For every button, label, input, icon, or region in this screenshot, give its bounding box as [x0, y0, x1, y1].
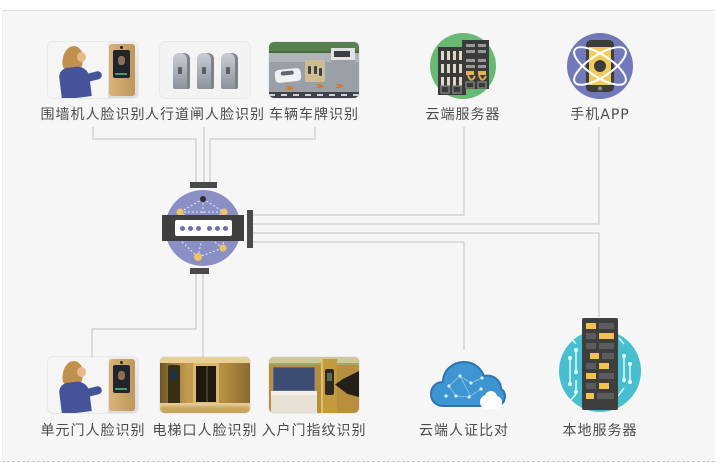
- screen-face: [118, 56, 125, 65]
- screen-face: [118, 371, 125, 380]
- photo-elevator-lobby: [160, 357, 250, 413]
- turnstile-gate: [173, 53, 190, 89]
- elevator-call-panel: [168, 365, 180, 407]
- smart-lock: [325, 369, 334, 395]
- label-cloud-id-compare: 云端人证比对: [419, 423, 509, 439]
- hub-bottom-port: [190, 268, 209, 274]
- hub-right-port: [247, 210, 253, 248]
- screen-status-bar: [115, 73, 127, 75]
- hub-indicator-window: [175, 220, 232, 236]
- road-arrow: [285, 86, 294, 90]
- woman-face: [77, 52, 86, 62]
- label-vehicle-plate: 车辆车牌识别: [269, 107, 359, 123]
- label-unit-door-face: 单元门人脸识别: [40, 423, 146, 439]
- local-server-icon: [556, 316, 644, 416]
- label-wall-face: 围墙机人脸识别: [40, 107, 146, 123]
- photo-pedestrian-gate: [160, 42, 250, 98]
- ceiling: [269, 357, 359, 365]
- label-elevator-face: 电梯口人脸识别: [152, 423, 258, 439]
- car: [274, 67, 302, 84]
- terminal-camera: [120, 361, 123, 364]
- woman-face: [77, 367, 86, 377]
- furniture: [271, 391, 317, 413]
- photo-entry-door-fingerprint: [269, 357, 359, 413]
- road-arrow: [315, 84, 324, 88]
- label-mobile-app: 手机APP: [570, 107, 630, 123]
- gate-island: [305, 60, 325, 82]
- label-gate-face: 人行道闸人脸识别: [145, 107, 265, 123]
- photo-unit-door-face: [48, 357, 138, 413]
- cloud-id-compare-icon: [429, 356, 507, 418]
- turnstile-gate: [221, 53, 238, 89]
- turnstile-gate: [197, 53, 214, 89]
- elevator-doors: [193, 363, 219, 405]
- label-cloud-server: 云端服务器: [425, 107, 501, 123]
- hub-top-port: [190, 182, 217, 188]
- label-local-server: 本地服务器: [562, 423, 638, 439]
- lobby-floor: [160, 403, 250, 413]
- photo-vehicle-entrance: [269, 42, 359, 98]
- trees: [269, 42, 359, 53]
- guard-booth: [331, 48, 355, 64]
- road-arrow: [335, 84, 344, 88]
- curb-strip: [269, 92, 359, 98]
- mobile-app-icon: [567, 33, 633, 103]
- ceiling: [160, 357, 250, 363]
- window-view: [273, 367, 315, 391]
- terminal-camera: [120, 46, 123, 49]
- label-entry-fingerprint: 入户门指纹识别: [261, 423, 367, 439]
- screen-status-bar: [115, 388, 127, 390]
- cloud-server-icon: [430, 33, 496, 103]
- road: [269, 53, 359, 62]
- photo-wall-face-recognition: [48, 42, 138, 98]
